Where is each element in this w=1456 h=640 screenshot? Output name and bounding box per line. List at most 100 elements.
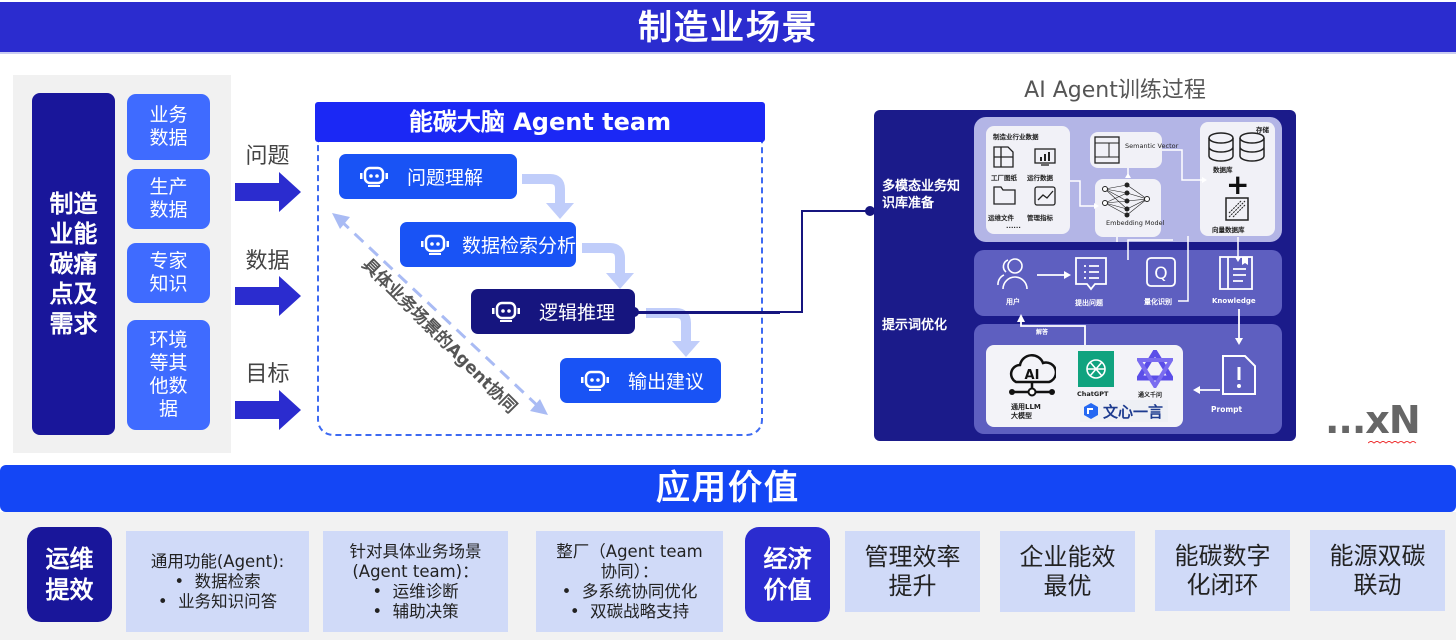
training-title: AI Agent训练过程: [1024, 78, 1206, 103]
chatgpt-logo-icon: [1078, 351, 1114, 387]
agent-output-advice: 输出建议: [560, 358, 721, 403]
general-llm-label: 通用LLM大模型: [1011, 403, 1041, 420]
database-label: 数据库: [1213, 166, 1233, 174]
right-arrow-icon: [235, 390, 301, 430]
question-list-icon: [1075, 257, 1107, 291]
database-icon: [1208, 132, 1265, 162]
prompt-doc-icon: [1222, 355, 1256, 395]
value-card-heading: 通用功能(Agent):: [150, 551, 285, 571]
embedding-model-label: Embedding Model: [1106, 219, 1165, 227]
agent-team-title: 能碳大脑 Agent team: [315, 102, 765, 142]
folder-icon: [993, 186, 1016, 205]
quantify-icon: Q: [1146, 257, 1176, 287]
robot-icon: [421, 234, 449, 255]
wenxin-label: 文心一言: [1103, 402, 1164, 421]
wenxin-logo: 文心一言: [1080, 400, 1168, 422]
input-label-data: 数据: [245, 249, 290, 274]
industry-item: 工厂图纸: [991, 174, 1017, 182]
source-production-data: 生产数据: [127, 169, 210, 229]
category-economic-value: 经济价值: [745, 527, 830, 622]
agent-label: 数据检索分析: [462, 235, 577, 257]
source-other-data: 环境等其他数据: [127, 320, 210, 430]
source-label: 业务数据: [149, 104, 188, 149]
industry-icons: [993, 146, 1056, 206]
value-card-text: 能碳数字化闭环: [1174, 541, 1271, 599]
agent-label: 逻辑推理: [539, 302, 616, 324]
svg-text:Q: Q: [1154, 264, 1167, 284]
input-label-question: 问题: [245, 144, 290, 169]
robot-icon: [492, 301, 520, 322]
answer-label: 解答: [1036, 329, 1049, 336]
value-card-text: 能源双碳联动: [1329, 541, 1426, 599]
prompt-flow-lines: [1017, 309, 1243, 394]
category-label: 经济价值: [763, 544, 812, 604]
value-card-general: 通用功能(Agent): • 数据检索 • 业务知识问答: [126, 531, 309, 632]
agent-question-understanding: 问题理解: [339, 154, 517, 199]
source-expert-knowledge: 专家知识: [127, 243, 210, 303]
flow-arrow-1: [522, 174, 565, 205]
monitor-chart-icon: [1034, 148, 1056, 164]
value-card-digital-loop: 能碳数字化闭环: [1155, 530, 1290, 611]
prompt-label: Prompt: [1211, 405, 1243, 414]
knowledge-label: Knowledge: [1212, 297, 1256, 305]
input-label-goal: 目标: [245, 362, 290, 387]
value-card-text: 管理效率提升: [864, 542, 961, 600]
value-card-heading: 整厂（Agent team协同）：: [556, 541, 703, 581]
spellcheck-underline: [1368, 441, 1417, 444]
ellipsis: ......: [1006, 222, 1021, 230]
agent-team-frame: [317, 140, 763, 436]
agent-label: 问题理解: [407, 167, 484, 189]
flow-arrow-2: [582, 243, 625, 275]
pain-point-label: 制造业能碳痛点及需求: [49, 190, 98, 338]
value-card-bullet: • 运维诊断: [372, 581, 459, 601]
industry-item: 运维文件: [988, 214, 1014, 222]
quantify-label: 量化识别: [1144, 298, 1172, 306]
value-card-heading: 针对具体业务场景(Agent team)：: [349, 541, 482, 581]
users-icon: [997, 258, 1028, 290]
value-card-management: 管理效率提升: [845, 531, 980, 612]
repeat-xn-label: ...xN: [1325, 398, 1421, 442]
tongyi-label: 通义千问: [1138, 392, 1163, 399]
robot-icon: [360, 166, 388, 187]
industry-data-title: 制造业行业数据: [993, 133, 1039, 141]
arrowhead-icon: [530, 399, 548, 415]
agent-flow-arrows: [332, 174, 780, 415]
category-label: 运维提效: [45, 544, 94, 604]
industry-item: 管理指标: [1027, 214, 1053, 222]
source-label: 生产数据: [149, 176, 188, 221]
collaboration-dashed-line: [338, 218, 542, 410]
agent-logical-reasoning: 逻辑推理: [471, 289, 635, 334]
industry-data-card: [986, 126, 1070, 234]
user-label: 用户: [1006, 298, 1020, 306]
connector-line: [629, 206, 875, 317]
value-card-bullet: • 数据检索: [174, 571, 261, 591]
plus-icon: +: [1226, 168, 1250, 201]
blueprint-icon: [993, 146, 1014, 168]
semantic-vector-label: Semantic Vector: [1125, 142, 1179, 150]
right-arrow-icon: [235, 276, 301, 316]
agent-data-retrieval: 数据检索分析: [400, 222, 576, 267]
scenario-banner: 制造业场景: [0, 2, 1456, 54]
value-card-bullet: • 业务知识问答: [157, 591, 278, 611]
value-card-bullet: • 辅助决策: [372, 601, 459, 621]
robot-icon: [581, 370, 609, 391]
semantic-vector-card: [1090, 132, 1162, 168]
value-card-energy-efficiency: 企业能效最优: [1000, 531, 1135, 612]
value-card-text: 企业能效最优: [1019, 542, 1116, 600]
chatgpt-label: ChatGPT: [1077, 390, 1109, 398]
tongyi-logo-icon: [1137, 350, 1173, 388]
value-card-specific: 针对具体业务场景(Agent team)： • 运维诊断 • 辅助决策: [323, 531, 508, 632]
source-label: 专家知识: [149, 250, 188, 295]
value-card-whole-plant: 整厂（Agent team协同）： • 多系统协同优化 • 双碳战略支持: [536, 531, 723, 632]
svg-text:AI: AI: [1025, 368, 1040, 383]
agent-label: 输出建议: [628, 371, 705, 393]
document-vector-icon: [1094, 136, 1120, 164]
storage-title: 存储: [1256, 126, 1269, 134]
value-card-dual-carbon: 能源双碳联动: [1310, 530, 1445, 611]
industry-item: 运行数据: [1027, 174, 1053, 182]
kb-flow-lines: [1070, 149, 1241, 302]
vector-db-label: 向量数据库: [1212, 226, 1245, 234]
question-label: 提出问题: [1075, 299, 1103, 307]
value-banner: 应用价值: [0, 465, 1456, 512]
source-business-data: 业务数据: [127, 94, 210, 160]
